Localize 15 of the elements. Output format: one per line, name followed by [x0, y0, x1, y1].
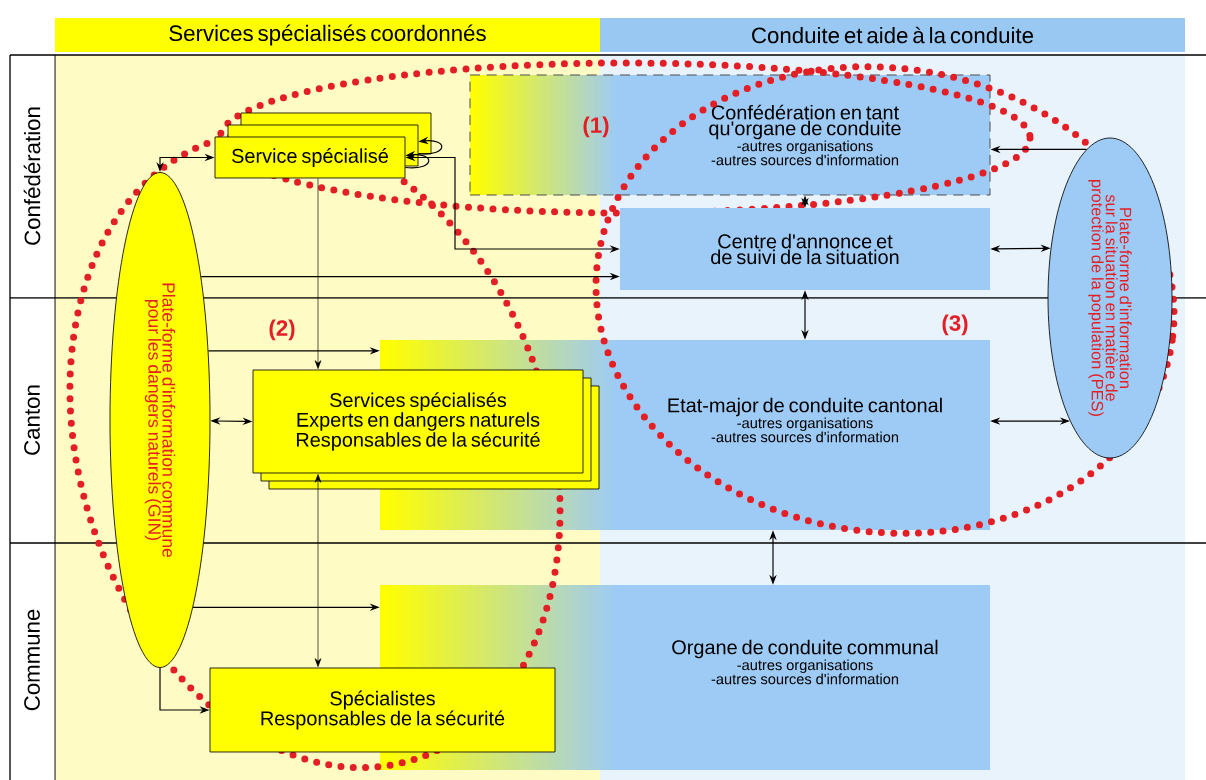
process-box: Centre d'annonce et de suivi de la situation [620, 208, 990, 290]
ellipse-node: Plate-forme d'information commune pour les dangers naturels (GIN) [109, 172, 211, 668]
stacked-boxes: Services spécialisés Experts en dangers naturels Responsables de la sécurité [252, 369, 600, 490]
stacked-boxes: Service spécialisé [214, 112, 432, 179]
arrow [314, 178, 322, 369]
header-band: Services spécialisés coordonnés [55, 18, 600, 52]
region-number: (2) [269, 319, 295, 341]
row-label: Commune [24, 609, 40, 711]
arrow [314, 474, 322, 667]
region-number: (3) [942, 314, 968, 336]
ellipse-node: Plate-forme d'information sur la situation en matière de protection de la population (PES) [1047, 137, 1173, 459]
row-label: Confédération [23, 107, 41, 245]
region-number: (1) [583, 116, 609, 138]
row-label: Canton [24, 385, 40, 455]
header-band: Conduite et aide à la conduite [600, 18, 1185, 52]
